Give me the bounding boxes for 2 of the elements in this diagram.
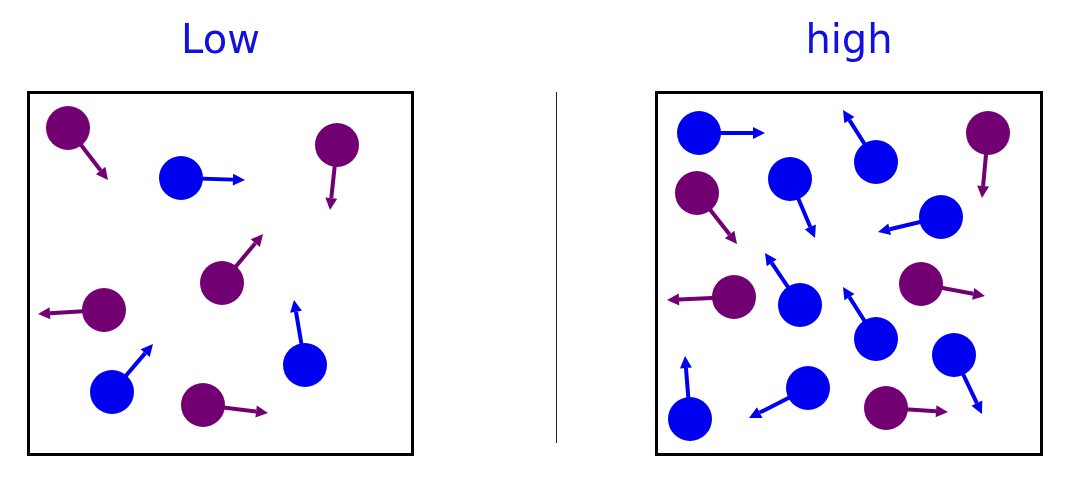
- box-title: high: [804, 16, 894, 62]
- box-title: Low: [180, 16, 261, 62]
